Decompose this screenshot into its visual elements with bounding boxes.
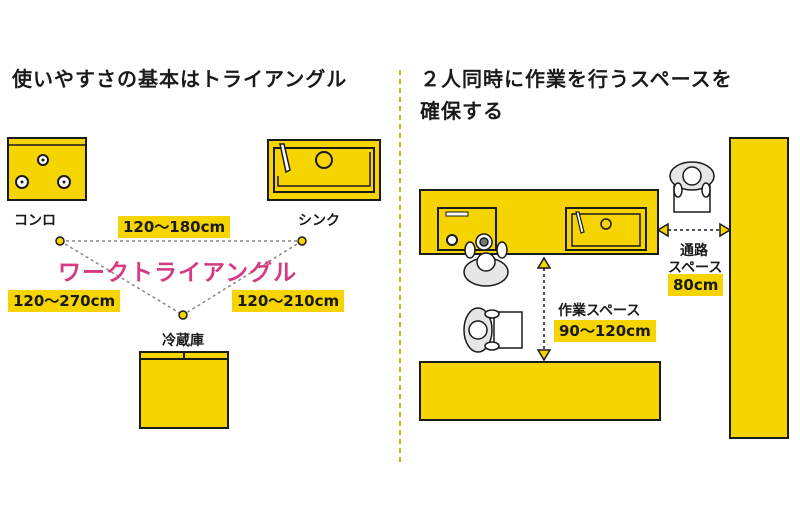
work-triangle-lines — [59, 240, 303, 316]
work-space-value: 90〜120cm — [554, 320, 656, 342]
person-at-counter-icon — [463, 307, 523, 353]
stove-label: コンロ — [14, 213, 56, 229]
passage-dimension — [656, 222, 732, 238]
triangle-vertices — [55, 236, 307, 320]
sink-icon — [267, 139, 381, 201]
sink-fridge-distance: 120〜210cm — [232, 290, 345, 312]
sink-label: シンク — [298, 213, 340, 229]
passage-value: 80cm — [668, 274, 724, 296]
bottom-counter — [419, 361, 661, 421]
work-space-label: 作業スペース — [558, 303, 641, 319]
fridge-icon — [139, 351, 229, 429]
work-space-dimension — [536, 256, 552, 362]
stove-sink-distance: 120〜180cm — [118, 216, 231, 238]
right-heading-line1: ２人同時に作業を行うスペースを — [420, 67, 733, 91]
passage-label-line1: 通路 — [680, 243, 708, 259]
stove-icon — [7, 137, 87, 201]
right-heading-line2: 確保する — [420, 99, 504, 123]
passage-label-line2: スペース — [668, 260, 723, 276]
stove-fridge-distance: 120〜270cm — [8, 290, 121, 312]
person-in-passage-icon — [669, 161, 715, 213]
work-triangle-title: ワークトライアングル — [58, 260, 298, 286]
side-counter — [729, 137, 789, 439]
person-at-stove-icon — [463, 233, 509, 287]
left-heading: 使いやすさの基本はトライアングル — [12, 67, 348, 91]
fridge-label: 冷蔵庫 — [162, 333, 204, 349]
top-counter — [419, 189, 659, 255]
